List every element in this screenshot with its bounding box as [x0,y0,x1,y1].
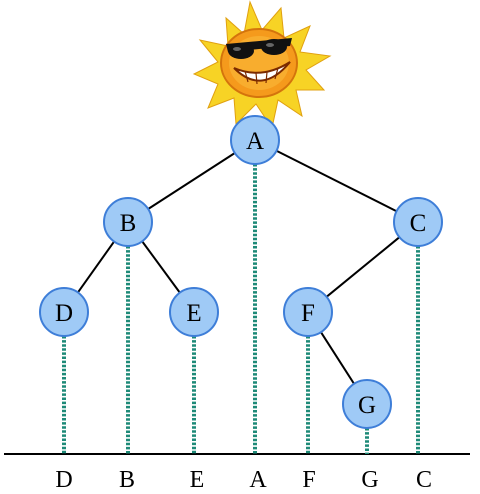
tree-node-e: E [169,287,219,337]
projection-label-c: C [416,467,432,493]
tree-node-a: A [230,115,280,165]
projection-label-d: D [55,467,72,493]
node-circle [103,197,153,247]
edge-b-d [77,240,115,294]
projection-label-e: E [190,467,205,493]
node-circle [393,197,443,247]
node-label: A [246,128,264,155]
node-label: F [301,300,315,327]
node-circle [283,287,333,337]
tree-node-f: F [283,287,333,337]
edge-c-f [325,236,401,298]
tree-node-d: D [39,287,89,337]
edge-a-c [275,149,398,213]
node-circle [230,115,280,165]
tree-node-c: C [393,197,443,247]
tree-node-b: B [103,197,153,247]
node-label: G [358,392,376,419]
tree-node-g: G [342,379,392,429]
node-label: C [410,210,427,237]
node-label: E [186,300,201,327]
node-label: D [55,300,73,327]
projection-label-b: B [119,467,135,493]
node-label: B [120,210,137,237]
node-circle [169,287,219,337]
node-circle [342,379,392,429]
projection-label-g: G [361,467,378,493]
edge-a-b [147,152,236,210]
node-circle [39,287,89,337]
projection-label-f: F [302,467,315,493]
edge-f-g [320,331,355,385]
edge-b-e [141,240,181,294]
projection-label-a: A [249,467,267,493]
sun-with-sunglasses-icon [192,0,332,130]
